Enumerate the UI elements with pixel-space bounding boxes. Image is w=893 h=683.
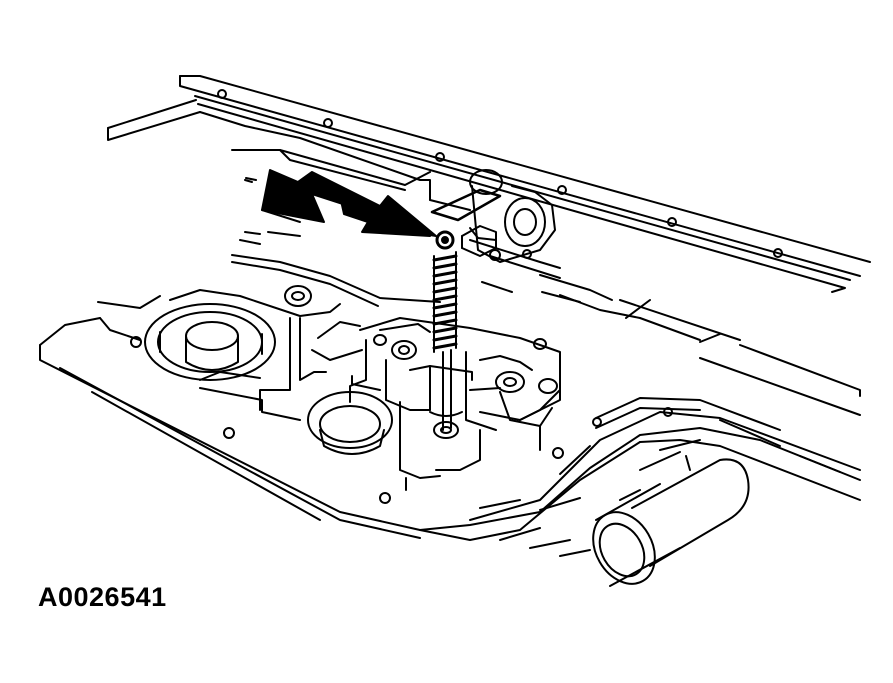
- lever-bracket: [430, 169, 556, 263]
- pointer-arrows: [239, 169, 437, 245]
- spring: [432, 251, 458, 431]
- cylinder: [499, 419, 841, 587]
- upper-plate: [107, 75, 871, 416]
- valve-body: [39, 285, 861, 541]
- figure-reference-number: A0026541: [38, 582, 167, 612]
